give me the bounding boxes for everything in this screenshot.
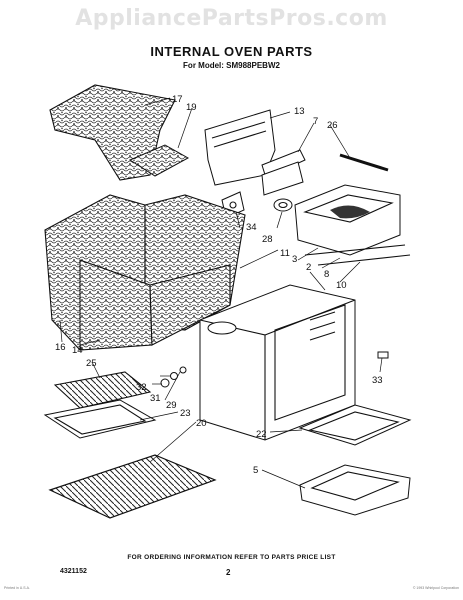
fineprint-left: Printed in U.S.A. [4,586,30,590]
callout-7: 7 [313,116,318,127]
round-fitting [273,198,293,212]
burner-tray [299,464,411,516]
watermark: AppliancePartsPros.com [75,6,388,31]
leader-lines [59,97,383,489]
callout-23: 23 [180,408,191,419]
callout-17: 17 [172,94,183,105]
callout-10: 10 [336,280,347,291]
callout-26: 26 [327,120,338,131]
callout-2: 2 [306,262,311,273]
page-number: 2 [226,568,231,577]
callout-25: 25 [86,358,97,369]
bracket [261,149,306,196]
callout-3: 3 [292,254,297,265]
insulation-wrapper [44,194,246,351]
model-line: For Model: SM988PEBW2 [183,61,280,70]
callout-31: 31 [150,393,161,404]
callout-13: 13 [294,106,305,117]
gasket-strip [339,153,389,174]
support-rods [304,244,411,266]
callout-29: 29 [166,400,177,411]
callout-34: 34 [246,222,257,233]
broiler-grid [53,371,152,409]
callout-11: 11 [280,248,290,259]
callout-5: 5 [253,465,258,476]
callout-19: 19 [186,102,197,113]
callout-32: 32 [136,382,147,393]
ordering-note: FOR ORDERING INFORMATION REFER TO PARTS … [127,554,336,561]
fineprint-right: © 1993 Whirlpool Corporation [412,586,459,590]
broiler-pan [43,399,157,439]
callout-14: 14 [72,345,83,356]
callout-22: 22 [256,429,267,440]
page-title: INTERNAL OVEN PARTS [150,44,313,59]
clip [377,351,389,359]
callout-8: 8 [324,269,329,280]
callout-20: 20 [196,418,207,429]
callout-labels: 17 19 13 7 26 34 28 11 3 2 8 10 16 14 25… [55,94,383,476]
hardware [160,366,187,388]
callout-16: 16 [55,342,66,353]
oven-rack [48,454,217,519]
top-pan [294,184,401,256]
callout-28: 28 [262,234,273,245]
callout-33: 33 [372,375,383,386]
bottom-panel [298,404,412,446]
insulation-pad [128,144,190,177]
document-number: 4321152 [60,568,87,575]
vent-panel [204,109,276,186]
